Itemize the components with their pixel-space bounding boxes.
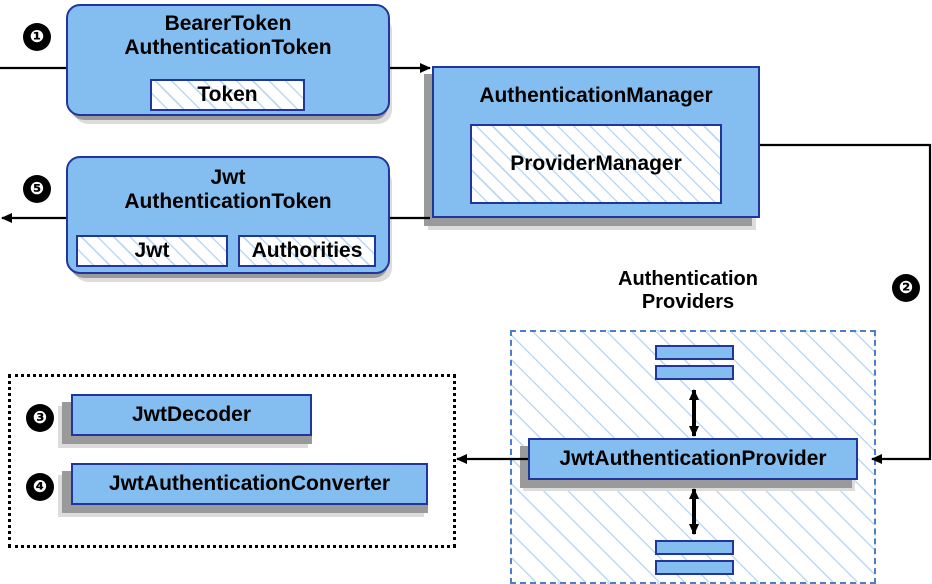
other-provider-bar-top-2[interactable]: [655, 365, 734, 380]
jwt-token-field-jwt[interactable]: Jwt: [76, 235, 228, 267]
authentication-providers-title: Authentication Providers: [568, 268, 808, 314]
bearer-token-authentication-token-box[interactable]: BearerToken AuthenticationToken: [66, 4, 390, 116]
step-marker-4: ❹: [27, 474, 53, 500]
jwt-token-field-authorities[interactable]: Authorities: [238, 235, 376, 267]
bearer-token-title-line1: BearerToken: [164, 12, 292, 35]
provider-manager-inner-box[interactable]: ProviderManager: [470, 124, 722, 204]
step-marker-5: ❺: [24, 176, 50, 202]
other-provider-bar-bottom-1[interactable]: [655, 540, 734, 555]
bearer-token-field-token[interactable]: Token: [150, 79, 305, 111]
providers-title-line2: Providers: [641, 291, 735, 313]
jwt-authentication-converter-box[interactable]: JwtAuthenticationConverter: [71, 463, 428, 505]
step-marker-1: ❶: [24, 24, 50, 50]
bearer-token-title-line2: AuthenticationToken: [124, 35, 332, 59]
step-marker-2: ❷: [893, 275, 919, 301]
jwt-authentication-provider-box[interactable]: JwtAuthenticationProvider: [528, 438, 858, 480]
jwt-authentication-token-box[interactable]: Jwt AuthenticationToken: [66, 156, 390, 274]
other-provider-bar-top-1[interactable]: [655, 345, 734, 360]
other-provider-bar-bottom-2[interactable]: [655, 560, 734, 575]
jwt-token-title-line2: AuthenticationToken: [124, 189, 332, 213]
jwt-token-title-line1: Jwt: [210, 166, 246, 189]
jwt-token-title: Jwt AuthenticationToken: [124, 166, 331, 213]
jwt-decoder-box[interactable]: JwtDecoder: [71, 394, 312, 436]
providers-title-line1: Authentication: [618, 268, 758, 290]
authentication-manager-title: AuthenticationManager: [479, 84, 713, 107]
step-marker-3: ❸: [27, 405, 53, 431]
bearer-token-title: BearerToken AuthenticationToken: [124, 12, 331, 59]
